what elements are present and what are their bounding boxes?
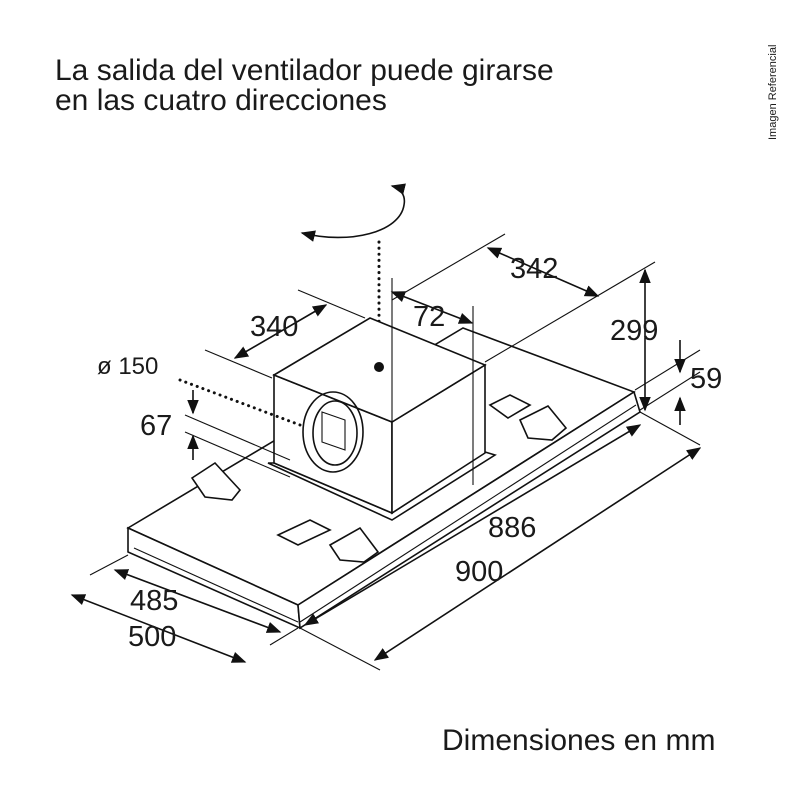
dim-342: 342 bbox=[510, 253, 558, 285]
dim-500: 500 bbox=[128, 621, 176, 653]
title-line-1: La salida del ventilador puede girarse bbox=[55, 54, 554, 87]
plate-cutout bbox=[488, 394, 532, 419]
rotation-arrow-icon bbox=[300, 183, 406, 242]
dim-diameter-150: ø 150 bbox=[97, 353, 158, 380]
dim-485: 485 bbox=[130, 585, 178, 617]
dim-900: 900 bbox=[455, 556, 503, 588]
units-caption: Dimensiones en mm bbox=[442, 724, 715, 757]
title-line-2: en las cuatro direcciones bbox=[55, 84, 387, 117]
dim-59: 59 bbox=[690, 363, 722, 395]
watermark-text: Imagen Referencial bbox=[767, 45, 779, 140]
dim-299: 299 bbox=[610, 315, 658, 347]
dim-340: 340 bbox=[250, 311, 298, 343]
outlet-center-dot bbox=[374, 362, 384, 372]
dim-886: 886 bbox=[488, 512, 536, 544]
dim-72: 72 bbox=[413, 301, 445, 333]
dimension-lines bbox=[70, 233, 702, 671]
dim-67: 67 bbox=[140, 410, 172, 442]
